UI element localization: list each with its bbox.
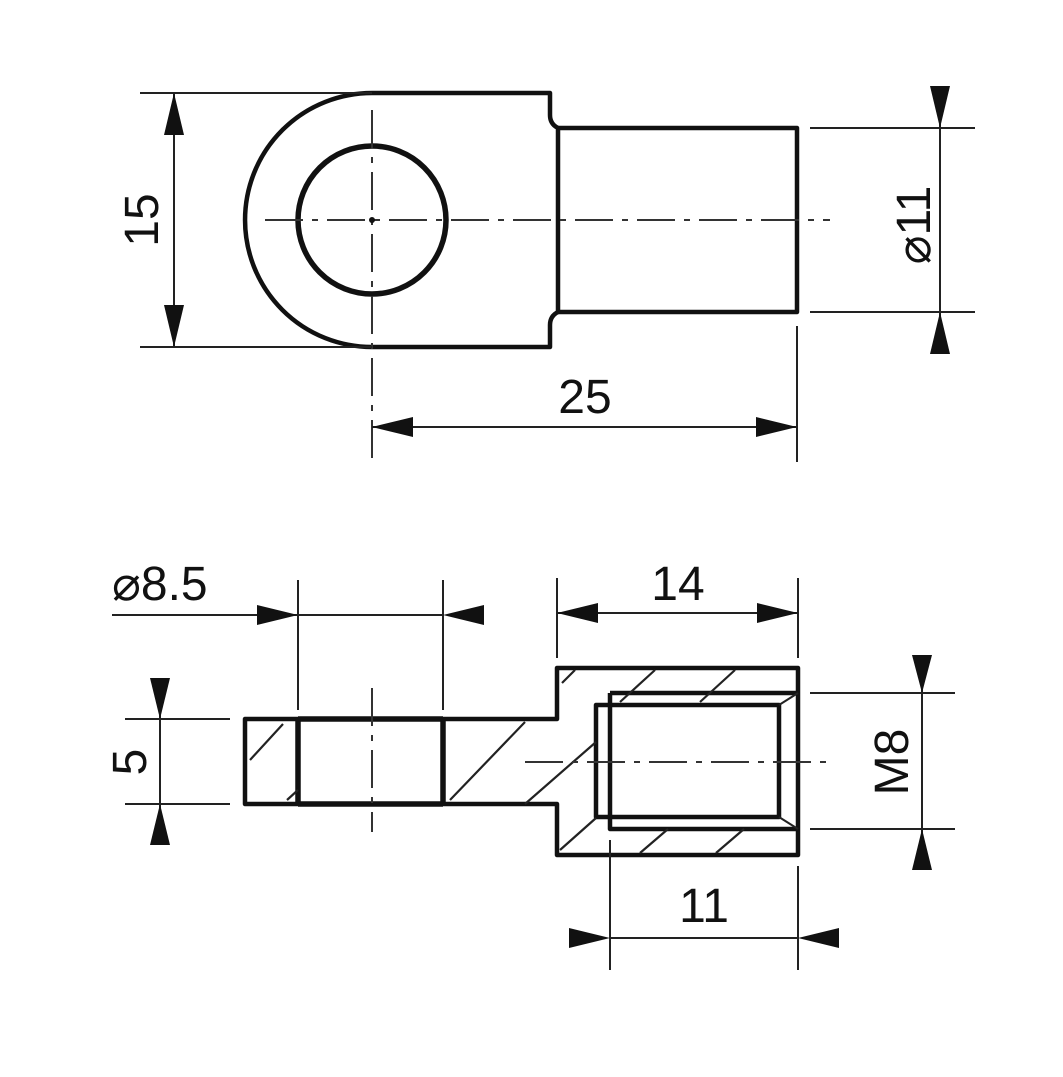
section-hatching xyxy=(249,669,745,854)
dim-thread-m8: M8 xyxy=(866,729,919,796)
top-view: 15 25 ⌀11 xyxy=(116,86,975,465)
dim-hole-diameter-8-5: ⌀8.5 xyxy=(112,558,208,611)
dim-shank-diameter-11: ⌀11 xyxy=(888,186,941,265)
dim-shank-length-14: 14 xyxy=(651,558,704,611)
dim-thread-depth-11: 11 xyxy=(679,880,729,933)
dim-length-25: 25 xyxy=(558,371,611,424)
dim-height-15: 15 xyxy=(116,193,169,246)
dim-thickness-5: 5 xyxy=(104,749,157,776)
side-view: ⌀8.5 5 14 M8 11 xyxy=(104,558,955,970)
eye-body-outline xyxy=(242,90,561,350)
